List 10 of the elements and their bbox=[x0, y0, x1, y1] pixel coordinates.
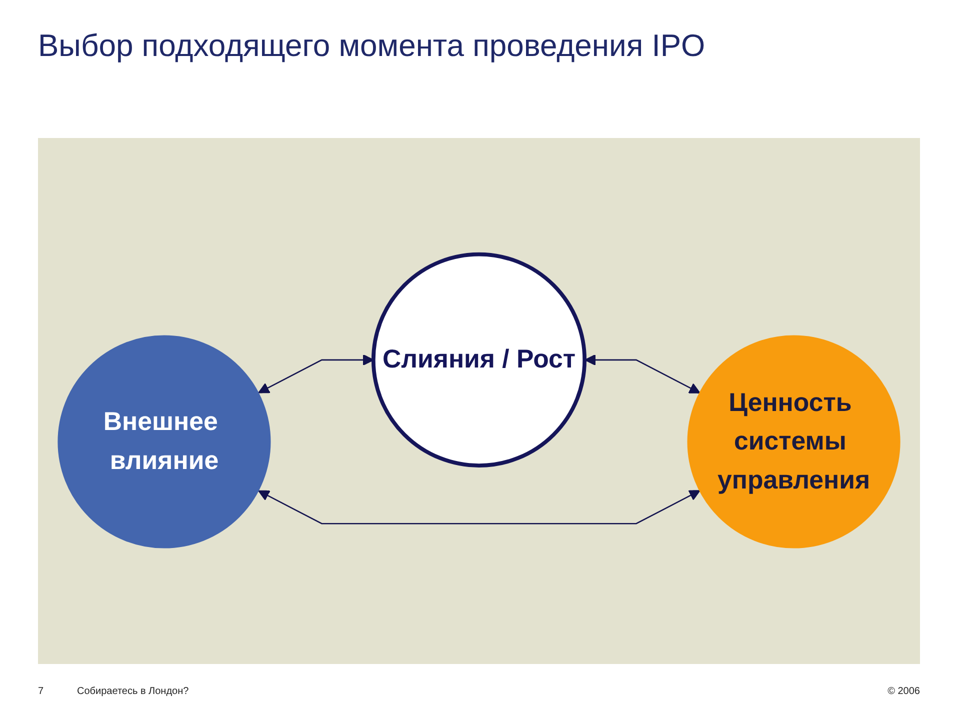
page-number: 7 bbox=[38, 686, 44, 697]
title: Выбор подходящего момента проведения IPO bbox=[38, 28, 706, 64]
double-arrow bbox=[258, 490, 700, 524]
oval-node: Слияния / Рост bbox=[371, 252, 587, 468]
oval-node: Ценность системы управления bbox=[687, 335, 900, 548]
footer-note: Собираетесь в Лондон? bbox=[77, 686, 189, 697]
oval-node: Внешнее влияние bbox=[58, 335, 271, 548]
double-arrow bbox=[258, 354, 374, 394]
copyright-notice: © 2006 bbox=[888, 686, 920, 697]
double-arrow bbox=[584, 354, 700, 394]
